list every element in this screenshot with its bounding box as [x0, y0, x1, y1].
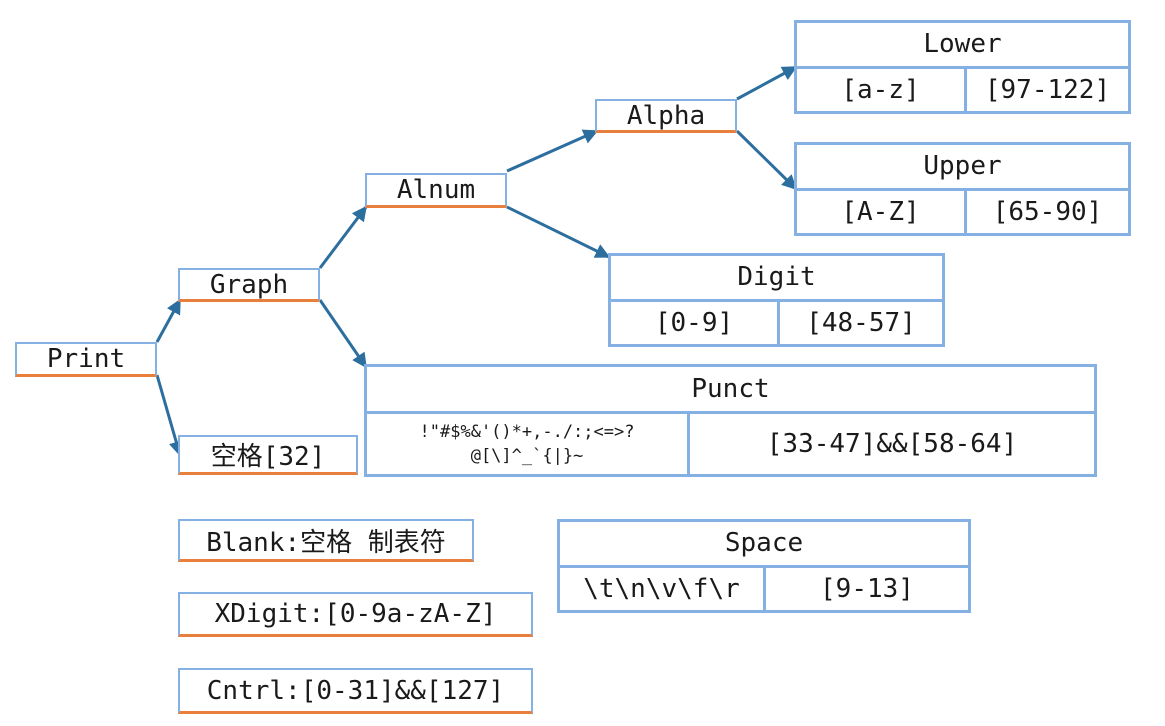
table-upper-range: [A-Z]: [841, 196, 920, 227]
table-space-codes: [9-13]: [763, 567, 968, 610]
table-digit: Digit [0-9] [48-57]: [608, 253, 945, 347]
table-lower-codes: [97-122]: [964, 68, 1128, 111]
arrow-alpha-upper: [735, 129, 798, 191]
table-upper: Upper [A-Z] [65-90]: [794, 142, 1131, 236]
node-alpha: Alpha: [595, 99, 737, 133]
node-graph: Graph: [178, 268, 320, 302]
table-digit-codes: [48-57]: [777, 301, 942, 344]
arrow-print-graph: [155, 298, 182, 343]
table-digit-title: Digit: [611, 256, 942, 302]
table-lower: Lower [a-z] [97-122]: [794, 20, 1131, 114]
arrow-alpha-lower: [736, 65, 798, 101]
node-space32: 空格[32]: [178, 435, 358, 475]
arrow-alnum-digit: [506, 205, 611, 259]
table-punct-title: Punct: [367, 367, 1094, 414]
table-punct-chars: !"#$%&'()*+,-./:;<=>? @[\]^_`{|}~: [367, 414, 687, 474]
arrow-graph-punct: [318, 299, 368, 369]
table-space: Space \t\n\v\f\r [9-13]: [557, 519, 971, 613]
arrow-graph-alnum: [318, 205, 368, 269]
table-punct-chars-line1: !"#$%&'()*+,-./:;<=>?: [419, 422, 635, 442]
node-xdigit: XDigit:[0-9a-zA-Z]: [178, 592, 533, 637]
table-digit-range: [0-9]: [654, 307, 734, 338]
node-cntrl: Cntrl:[0-31]&&[127]: [178, 668, 533, 714]
table-upper-codes: [65-90]: [964, 190, 1128, 233]
table-punct-chars-line2: @[\]^_`{|}~: [470, 446, 584, 466]
arrow-print-space32: [155, 374, 184, 457]
table-space-chars: \t\n\v\f\r: [583, 573, 740, 604]
table-lower-range: [a-z]: [841, 74, 920, 105]
table-punct: Punct !"#$%&'()*+,-./:;<=>? @[\]^_`{|}~ …: [364, 364, 1097, 477]
node-alnum: Alnum: [365, 173, 507, 208]
table-upper-title: Upper: [797, 145, 1128, 191]
table-lower-title: Lower: [797, 23, 1128, 69]
arrow-alnum-alpha: [506, 129, 599, 173]
node-blank: Blank:空格 制表符: [178, 519, 474, 562]
table-punct-codes: [33-47]&&[58-64]: [687, 414, 1094, 474]
node-print: Print: [15, 342, 157, 377]
table-space-title: Space: [560, 522, 968, 568]
